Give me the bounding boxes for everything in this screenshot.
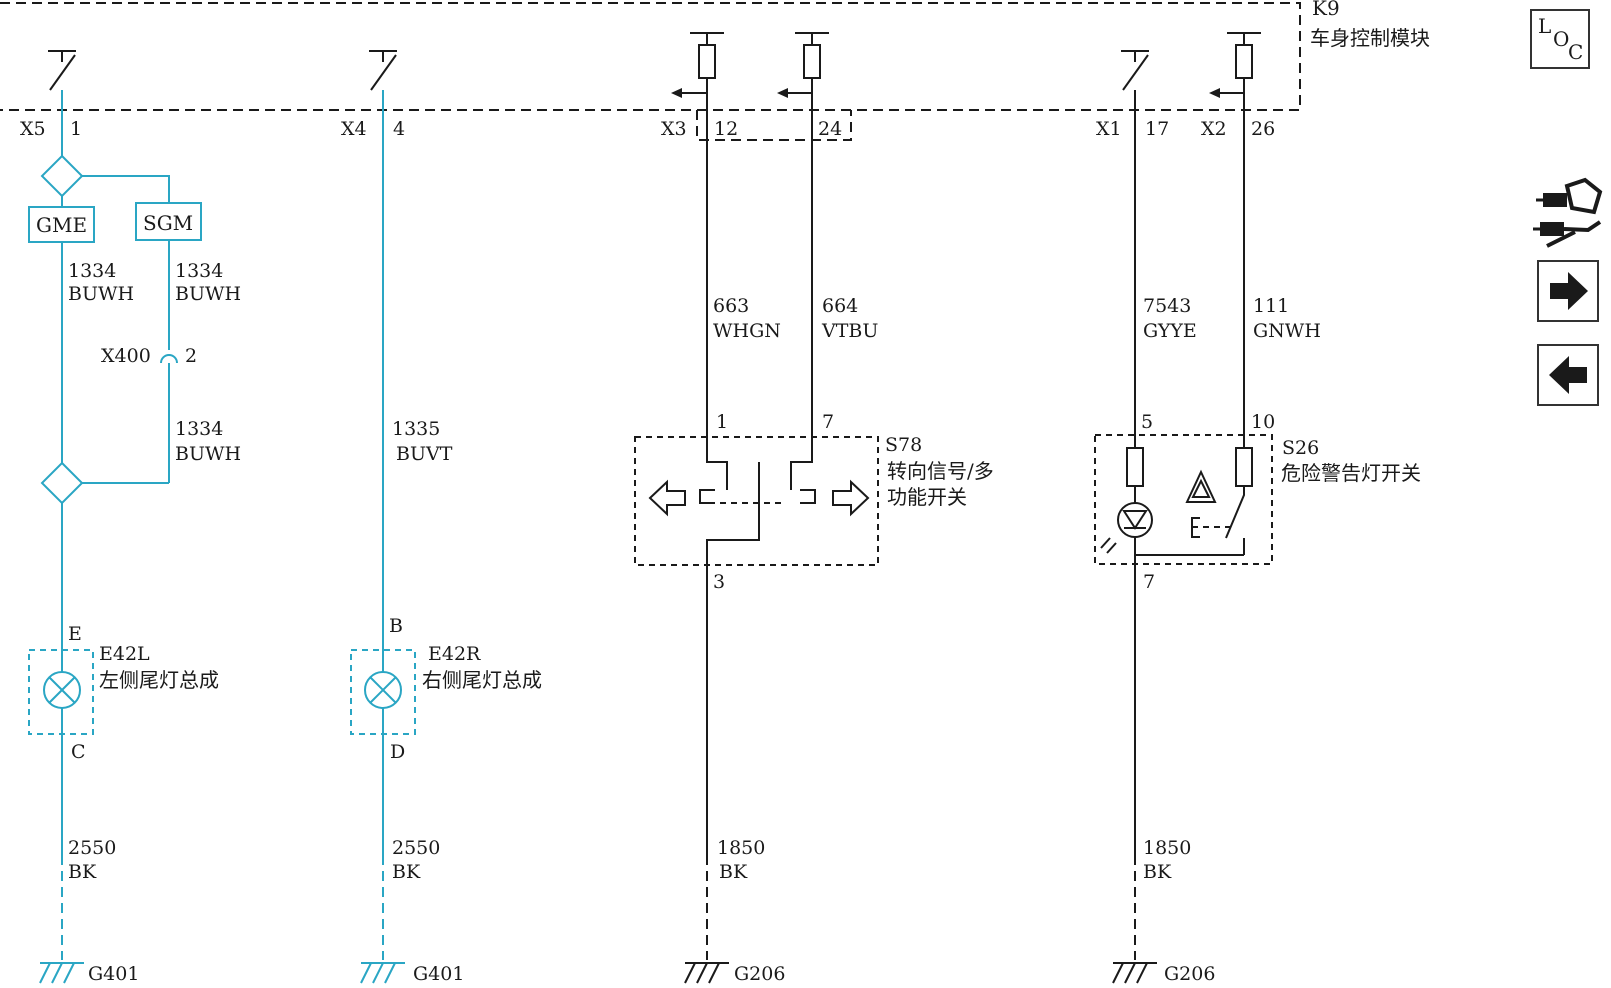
wire-1335-color: BUVT xyxy=(396,443,453,465)
splice-sgm-label: SGM xyxy=(143,211,193,235)
component-s26-name: 危险警告灯开关 xyxy=(1281,461,1421,485)
ground-icon xyxy=(684,962,729,984)
locator-letter-l: L xyxy=(1538,14,1551,38)
component-e42r-name: 右侧尾灯总成 xyxy=(422,668,542,692)
wire-1334-number: 1334 xyxy=(175,260,223,282)
s78-pin-1: 1 xyxy=(716,411,728,433)
wire-1850-number: 1850 xyxy=(1143,837,1191,859)
wire-2550-number: 2550 xyxy=(68,837,116,859)
hazard-triangle-icon xyxy=(1185,469,1217,503)
ground-g401: G401 xyxy=(413,963,464,985)
wire-7543-number: 7543 xyxy=(1143,295,1191,317)
ground-g206: G206 xyxy=(1164,963,1215,985)
circuit-hazard-switch xyxy=(1094,90,1273,984)
connector-x1: X1 xyxy=(1096,118,1122,140)
wire-664-number: 664 xyxy=(822,295,858,317)
s26-pin-10: 10 xyxy=(1251,411,1275,433)
arrow-left-icon xyxy=(648,479,686,517)
wire-2550-color: BK xyxy=(68,861,97,883)
module-switch-x4 xyxy=(369,50,397,91)
module-resistor-x3-24 xyxy=(777,32,829,110)
connector-x400: X400 xyxy=(101,345,151,367)
connector-x4-pin: 4 xyxy=(393,118,405,140)
connector-x2-pin: 26 xyxy=(1251,118,1275,140)
turn-signal-switch-box xyxy=(634,436,879,566)
previous-page-button[interactable] xyxy=(1537,344,1599,406)
led-icon xyxy=(1117,502,1153,538)
wire-1334-color: BUWH xyxy=(68,283,134,305)
connector-x1-pin: 17 xyxy=(1145,118,1169,140)
wire-111-color: GNWH xyxy=(1253,320,1321,342)
wire-111-number: 111 xyxy=(1253,295,1289,317)
component-s78-id: S78 xyxy=(885,434,922,456)
connector-x3-pin-24: 24 xyxy=(818,118,842,140)
s78-pin-3: 3 xyxy=(713,571,725,593)
connector-x4: X4 xyxy=(341,118,367,140)
lamp-pin-top: E xyxy=(68,623,82,645)
wire-7543-color: GYYE xyxy=(1143,320,1197,342)
next-page-button[interactable] xyxy=(1537,260,1599,322)
locator-button[interactable]: L O C xyxy=(1530,9,1590,69)
wire-1334-number: 1334 xyxy=(68,260,116,282)
component-e42l-name: 左侧尾灯总成 xyxy=(99,668,219,692)
wire-1334-color: BUWH xyxy=(175,443,241,465)
s26-pin-5: 5 xyxy=(1141,411,1153,433)
locator-letter-o: O xyxy=(1553,27,1569,51)
connector-x3-pin-12: 12 xyxy=(714,118,738,140)
connector-x5: X5 xyxy=(20,118,46,140)
component-s78-name-line2: 功能开关 xyxy=(887,485,967,509)
connector-x400-pin: 2 xyxy=(185,345,197,367)
ground-g206: G206 xyxy=(734,963,785,985)
circuit-left-tail-lamp: GME SGM xyxy=(28,90,202,984)
ground-icon xyxy=(1112,962,1157,984)
module-resistor-x2-26 xyxy=(1209,32,1261,110)
arrow-right-icon xyxy=(832,479,870,517)
ground-icon xyxy=(39,962,84,984)
wire-1334-color: BUWH xyxy=(175,283,241,305)
wire-663-color: WHGN xyxy=(713,320,781,342)
locator-letter-c: C xyxy=(1568,40,1583,64)
module-switch-x1 xyxy=(1121,50,1149,91)
circuit-right-tail-lamp xyxy=(350,90,416,984)
lamp-pin-top: B xyxy=(389,615,403,637)
connector-x2: X2 xyxy=(1201,118,1227,140)
module-resistor-x3-12 xyxy=(671,32,724,110)
wire-2550-number: 2550 xyxy=(392,837,440,859)
component-s78-name-line1: 转向信号/多 xyxy=(887,459,994,483)
hazard-switch-box xyxy=(1094,434,1273,565)
wire-1334-number: 1334 xyxy=(175,418,223,440)
component-s26-id: S26 xyxy=(1282,437,1319,459)
wire-1850-color: BK xyxy=(719,861,748,883)
ground-g401: G401 xyxy=(88,963,139,985)
splice-gme-label: GME xyxy=(36,213,87,237)
wire-1850-number: 1850 xyxy=(717,837,765,859)
s78-pin-7: 7 xyxy=(822,411,834,433)
arrow-left-icon xyxy=(1549,356,1587,394)
wire-664-color: VTBU xyxy=(821,320,878,342)
body-control-module: K9 车身控制模块 xyxy=(0,0,1430,141)
circuit-turn-signal-switch xyxy=(634,110,879,984)
lamp-pin-bottom: D xyxy=(390,741,405,763)
module-id: K9 xyxy=(1312,0,1340,20)
connector-x3: X3 xyxy=(661,118,687,140)
component-e42l-id: E42L xyxy=(99,643,150,665)
ground-icon xyxy=(360,962,405,984)
lamp-pin-bottom: C xyxy=(71,741,86,763)
wire-2550-color: BK xyxy=(392,861,421,883)
module-switch-x5 xyxy=(48,50,76,91)
wire-1850-color: BK xyxy=(1143,861,1172,883)
wire-663-number: 663 xyxy=(713,295,749,317)
wire-1335-number: 1335 xyxy=(392,418,440,440)
connector-x5-pin: 1 xyxy=(70,118,82,140)
s26-pin-7: 7 xyxy=(1143,571,1155,593)
module-name: 车身控制模块 xyxy=(1310,26,1430,50)
component-e42r-id: E42R xyxy=(428,643,481,665)
connector-plug-icon xyxy=(1533,177,1603,248)
connector-view-button[interactable] xyxy=(1533,177,1603,248)
arrow-right-icon xyxy=(1550,272,1588,310)
